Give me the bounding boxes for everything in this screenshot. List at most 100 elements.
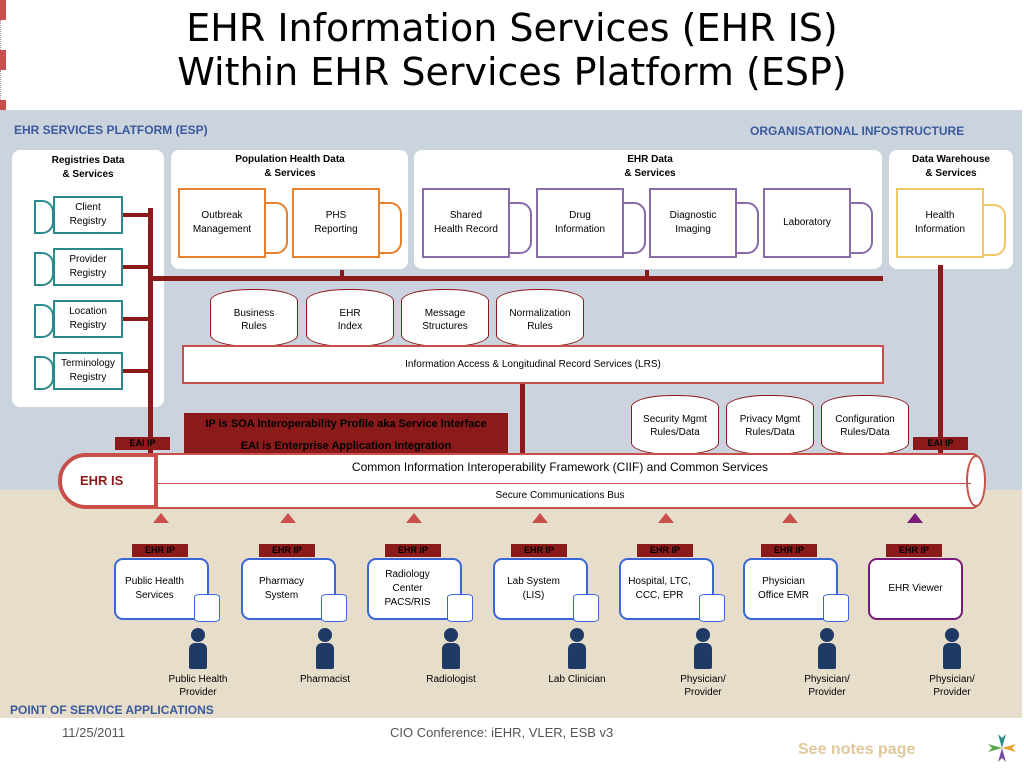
database-0: Business Rules <box>210 289 298 347</box>
pipe-divider <box>156 483 971 484</box>
registry-box-3: Terminology Registry <box>53 352 123 390</box>
population-box-0: Outbreak Management <box>178 188 266 258</box>
registries-title: Registries Data & Services <box>51 155 125 180</box>
ehr-ip-tag-5: EHR IP <box>761 544 817 557</box>
org-label: ORGANISATIONAL INFOSTRUCTURE <box>750 124 965 138</box>
registry-connector <box>123 317 151 321</box>
left-vertical-bar <box>148 208 153 458</box>
pos-label: POINT OF SERVICE APPLICATIONS <box>10 703 214 717</box>
ehris-pipe <box>150 453 980 509</box>
person-label-5: Physician/ Provider <box>804 674 850 698</box>
up-arrow-icon <box>153 513 169 523</box>
notes-box: IP is SOA Interoperability Profile aka S… <box>184 413 508 457</box>
eai-ip-left: EAI IP <box>115 437 170 450</box>
bus-label: Secure Communications Bus <box>495 490 625 501</box>
up-arrow-icon <box>532 513 548 523</box>
app-database-icon <box>194 594 220 622</box>
database-3: Normalization Rules <box>496 289 584 347</box>
person-head-icon <box>191 628 205 642</box>
footer-date: 11/25/2011 <box>62 725 126 740</box>
pos-app-1: Pharmacy System <box>241 558 336 620</box>
pos-app-5: Physician Office EMR <box>743 558 838 620</box>
person-head-icon <box>444 628 458 642</box>
ehrdata-title: EHR Data & Services <box>624 154 676 179</box>
ehr-ip-tag-3: EHR IP <box>511 544 567 557</box>
up-arrow-icon <box>280 513 296 523</box>
registry-box-2: Location Registry <box>53 300 123 338</box>
person-head-icon <box>570 628 584 642</box>
registry-connector <box>123 213 151 217</box>
link-line <box>0 70 1 100</box>
person-head-icon <box>318 628 332 642</box>
app-database-icon <box>699 594 725 622</box>
up-arrow-icon <box>658 513 674 523</box>
person-label-2: Radiologist <box>426 674 476 685</box>
note-ip: IP is SOA Interoperability Profile aka S… <box>205 418 487 430</box>
person-head-icon <box>696 628 710 642</box>
person-head-icon <box>820 628 834 642</box>
ehrdata-box-1: Drug Information <box>536 188 624 258</box>
top-connector-bar <box>150 276 883 281</box>
pos-app-0: Public Health Services <box>114 558 209 620</box>
person-label-0: Public Health Provider <box>168 674 228 698</box>
ehr-ip-tag-4: EHR IP <box>637 544 693 557</box>
pipe-end <box>966 455 986 507</box>
title-line-2: Within EHR Services Platform (ESP) <box>177 50 847 94</box>
eai-ip-right: EAI IP <box>913 437 968 450</box>
slide-title: EHR Information Services (EHR IS) Within… <box>0 6 1024 94</box>
ehrdata-connector <box>645 270 649 280</box>
person-head-icon <box>945 628 959 642</box>
up-arrow-icon <box>406 513 422 523</box>
footer-conference: CIO Conference: iEHR, VLER, ESB v3 <box>390 725 614 740</box>
lrs-box: Information Access & Longitudinal Record… <box>182 345 884 384</box>
ciif-label: Common Information Interoperability Fram… <box>351 460 769 474</box>
ehr-ip-tag-6: EHR IP <box>886 544 942 557</box>
pos-app-2: Radiology Center PACS/RIS <box>367 558 462 620</box>
app-database-icon <box>823 594 849 622</box>
title-line-1: EHR Information Services (EHR IS) <box>186 6 838 50</box>
pop-connector <box>340 270 344 280</box>
rule-db-1: Privacy Mgmt Rules/Data <box>726 395 814 455</box>
person-body-icon <box>189 643 207 669</box>
pos-app-3: Lab System (LIS) <box>493 558 588 620</box>
person-label-1: Pharmacist <box>299 674 350 685</box>
person-label-6: Physician/ Provider <box>929 674 975 698</box>
rule-db-2: Configuration Rules/Data <box>821 395 909 455</box>
right-vertical-bar <box>938 265 943 455</box>
registry-cylinder <box>34 304 54 338</box>
person-label-4: Physician/ Provider <box>680 674 726 698</box>
ehris-cap <box>58 453 158 509</box>
app-database-icon <box>573 594 599 622</box>
rule-db-0: Security Mgmt Rules/Data <box>631 395 719 455</box>
database-2: Message Structures <box>401 289 489 347</box>
esp-label: EHR SERVICES PLATFORM (ESP) <box>14 123 208 137</box>
ehr-ip-tag-1: EHR IP <box>259 544 315 557</box>
person-body-icon <box>442 643 460 669</box>
ehr-ip-tag-2: EHR IP <box>385 544 441 557</box>
ehr-ip-tag-0: EHR IP <box>132 544 188 557</box>
ehris-label: EHR IS <box>80 473 124 488</box>
arrow-shaft <box>0 0 6 20</box>
ehrdata-box-2: Diagnostic Imaging <box>649 188 737 258</box>
up-arrow-icon <box>907 513 923 523</box>
ehrdata-box-0: Shared Health Record <box>422 188 510 258</box>
ehrdata-box-3: Laboratory <box>763 188 851 258</box>
person-body-icon <box>694 643 712 669</box>
warehouse-box: Health Information <box>896 188 984 258</box>
database-1: EHR Index <box>306 289 394 347</box>
population-title: Population Health Data & Services <box>235 154 345 179</box>
arrow-shaft <box>0 50 6 70</box>
center-vertical-bar <box>520 383 525 458</box>
registry-box-0: Client Registry <box>53 196 123 234</box>
logo-icon <box>984 730 1020 766</box>
registry-cylinder <box>34 200 54 234</box>
registry-box-1: Provider Registry <box>53 248 123 286</box>
note-eai: EAI is Enterprise Application Integratio… <box>240 440 452 452</box>
person-body-icon <box>568 643 586 669</box>
see-notes: See notes page <box>798 741 916 758</box>
warehouse-title: Data Warehouse & Services <box>912 154 990 179</box>
app-database-icon <box>321 594 347 622</box>
app-database-icon <box>447 594 473 622</box>
person-label-3: Lab Clinician <box>548 674 606 685</box>
person-body-icon <box>316 643 334 669</box>
